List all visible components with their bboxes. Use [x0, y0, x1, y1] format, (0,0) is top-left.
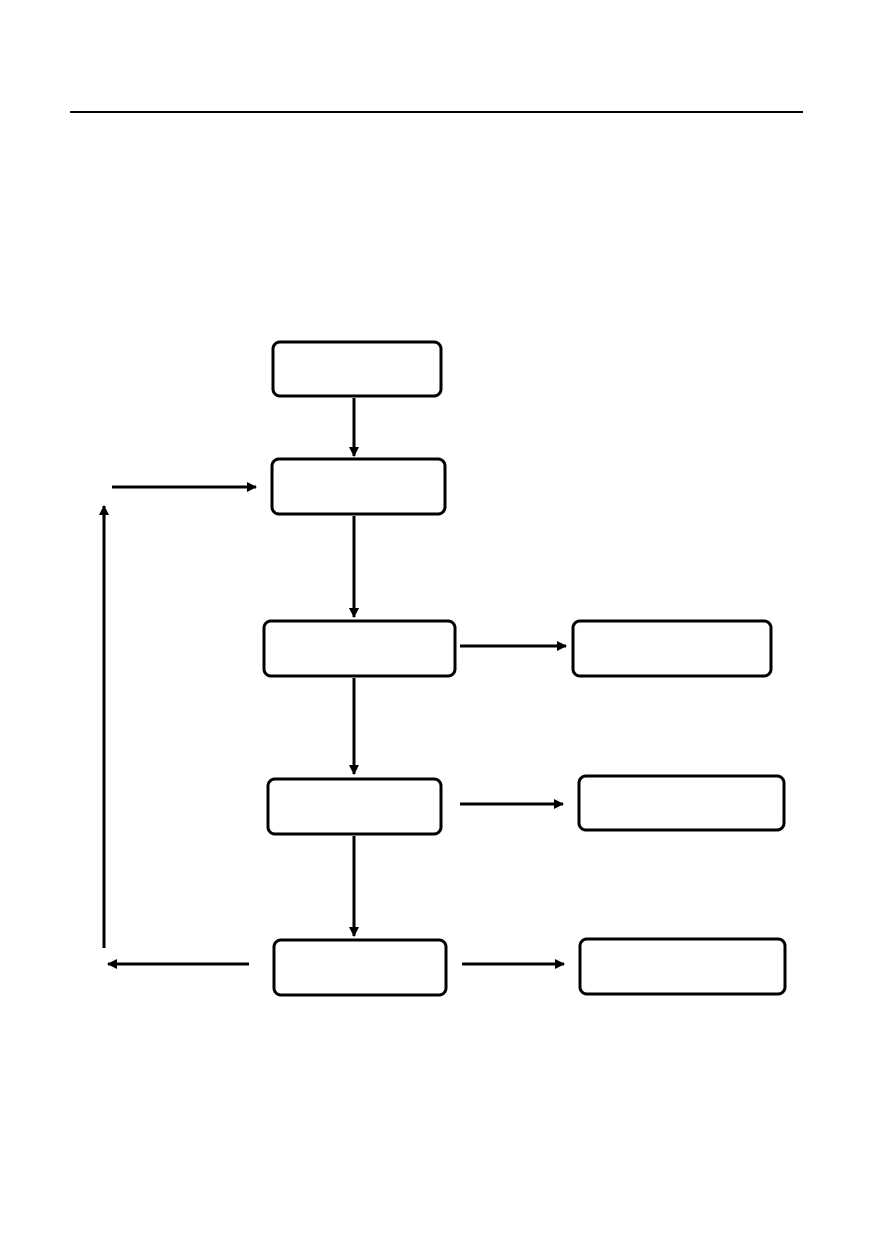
flow-node-2 — [270, 457, 447, 516]
flow-node-4 — [266, 777, 443, 836]
result-node-1 — [571, 619, 773, 678]
flow-node-3 — [262, 619, 457, 678]
flow-node-1 — [271, 340, 443, 398]
flow-node-5 — [272, 938, 448, 997]
result-node-2 — [577, 774, 786, 832]
result-node-3 — [578, 937, 787, 996]
